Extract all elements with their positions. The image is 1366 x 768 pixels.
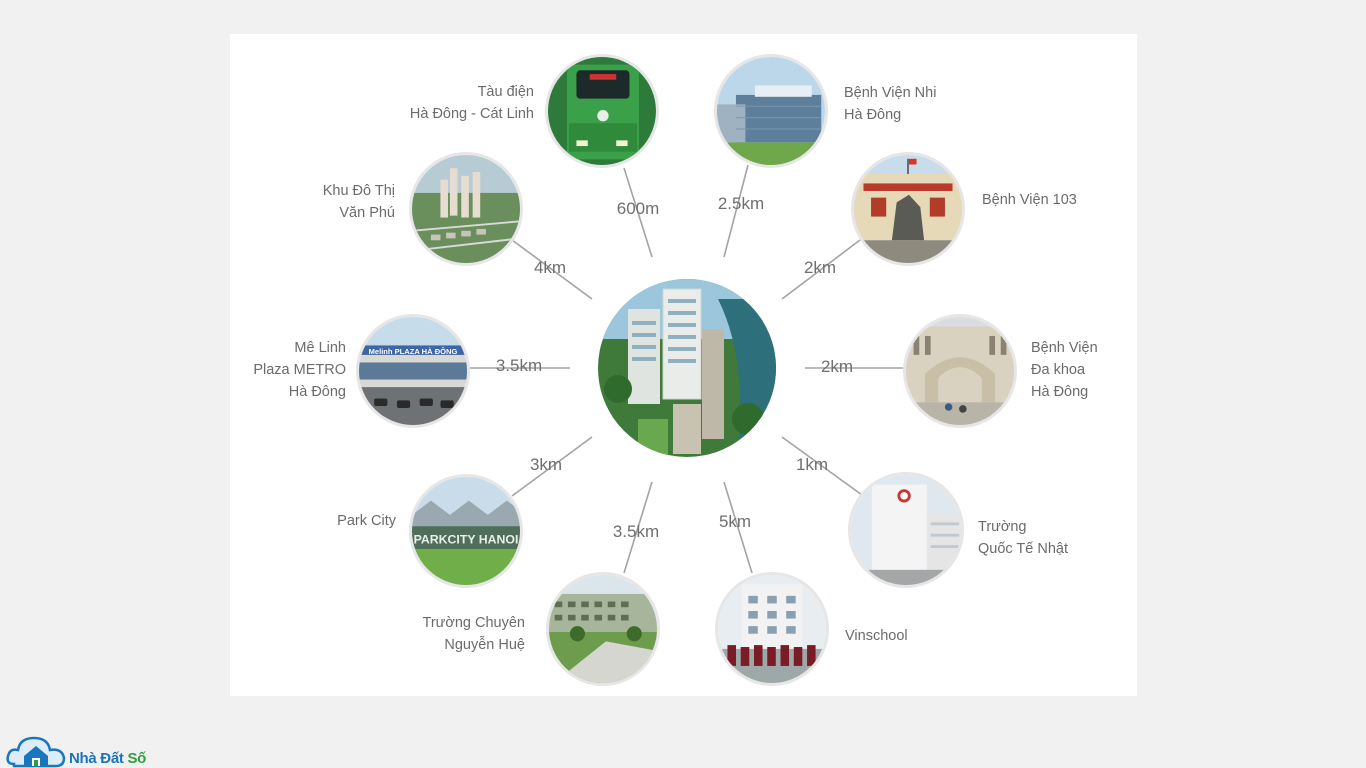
park-city-sign: PARKCITY HANOI (414, 532, 519, 546)
distance-me-linh-plaza: 3.5km (495, 356, 543, 375)
benh-vien-da-khoa-image (903, 314, 1017, 428)
benh-vien-103-label: Bệnh Viện 103 (982, 192, 1077, 208)
center-project-image (598, 279, 776, 457)
connector-tau-dien (623, 167, 653, 258)
distance-khu-do-thi: 4km (533, 258, 567, 277)
me-linh-sign: Melinh PLAZA HÀ ĐÔNG (369, 347, 458, 356)
distance-benh-vien-103: 2km (803, 258, 837, 277)
truong-chuyen-image (546, 572, 660, 686)
benh-vien-da-khoa-label: Bệnh Viện Đa khoa Hà Đông (1031, 340, 1098, 400)
distance-vinschool: 5km (718, 512, 752, 531)
vinschool-image (715, 572, 829, 686)
distance-park-city: 3km (529, 455, 563, 474)
vinschool-label: Vinschool (845, 628, 908, 644)
connector-truong-chuyen (623, 481, 653, 574)
truong-chuyen-label: Trường Chuyên Nguyễn Huệ (422, 615, 526, 653)
me-linh-plaza-label: Mê Linh Plaza METRO Hà Đông (253, 340, 346, 400)
truong-quoc-te-nhat-label: Trường Quốc Tế Nhật (978, 519, 1069, 557)
logo-text-b: Số (127, 750, 147, 767)
park-city-label: Park City (337, 513, 396, 529)
me-linh-plaza-image: Melinh PLAZA HÀ ĐÔNG (356, 314, 470, 428)
distance-benh-vien-da-khoa: 2km (820, 357, 854, 376)
distance-truong-quoc-te-nhat: 1km (795, 455, 829, 474)
connector-vinschool (723, 481, 753, 574)
distance-benh-vien-nhi: 2.5km (717, 194, 765, 213)
connector-khu-do-thi (511, 239, 593, 300)
connector-benh-vien-103 (781, 239, 861, 300)
benh-vien-nhi-image (714, 54, 828, 168)
benh-vien-nhi-label: Bệnh Viện Nhi Hà Đông (844, 85, 937, 123)
park-city-image: PARKCITY HANOI (409, 474, 523, 588)
distance-truong-chuyen: 3.5km (612, 522, 660, 541)
logo-wordmark: Nhà Đất Số (69, 750, 146, 767)
khu-do-thi-image (409, 152, 523, 266)
connector-park-city (511, 436, 593, 497)
truong-quoc-te-nhat-image (848, 472, 964, 588)
tau-dien-image (545, 54, 659, 168)
khu-do-thi-label: Khu Đô Thị Văn Phú (322, 183, 395, 221)
distance-tau-dien: 600m (616, 199, 660, 218)
tau-dien-label: Tàu điện Hà Đông - Cát Linh (409, 84, 534, 122)
logo-house-cloud-icon (6, 736, 66, 768)
connector-truong-quoc-te-nhat (781, 436, 863, 496)
connector-benh-vien-nhi (723, 164, 749, 258)
benh-vien-103-image (851, 152, 965, 266)
logo-text-a: Nhà Đất (69, 750, 128, 767)
